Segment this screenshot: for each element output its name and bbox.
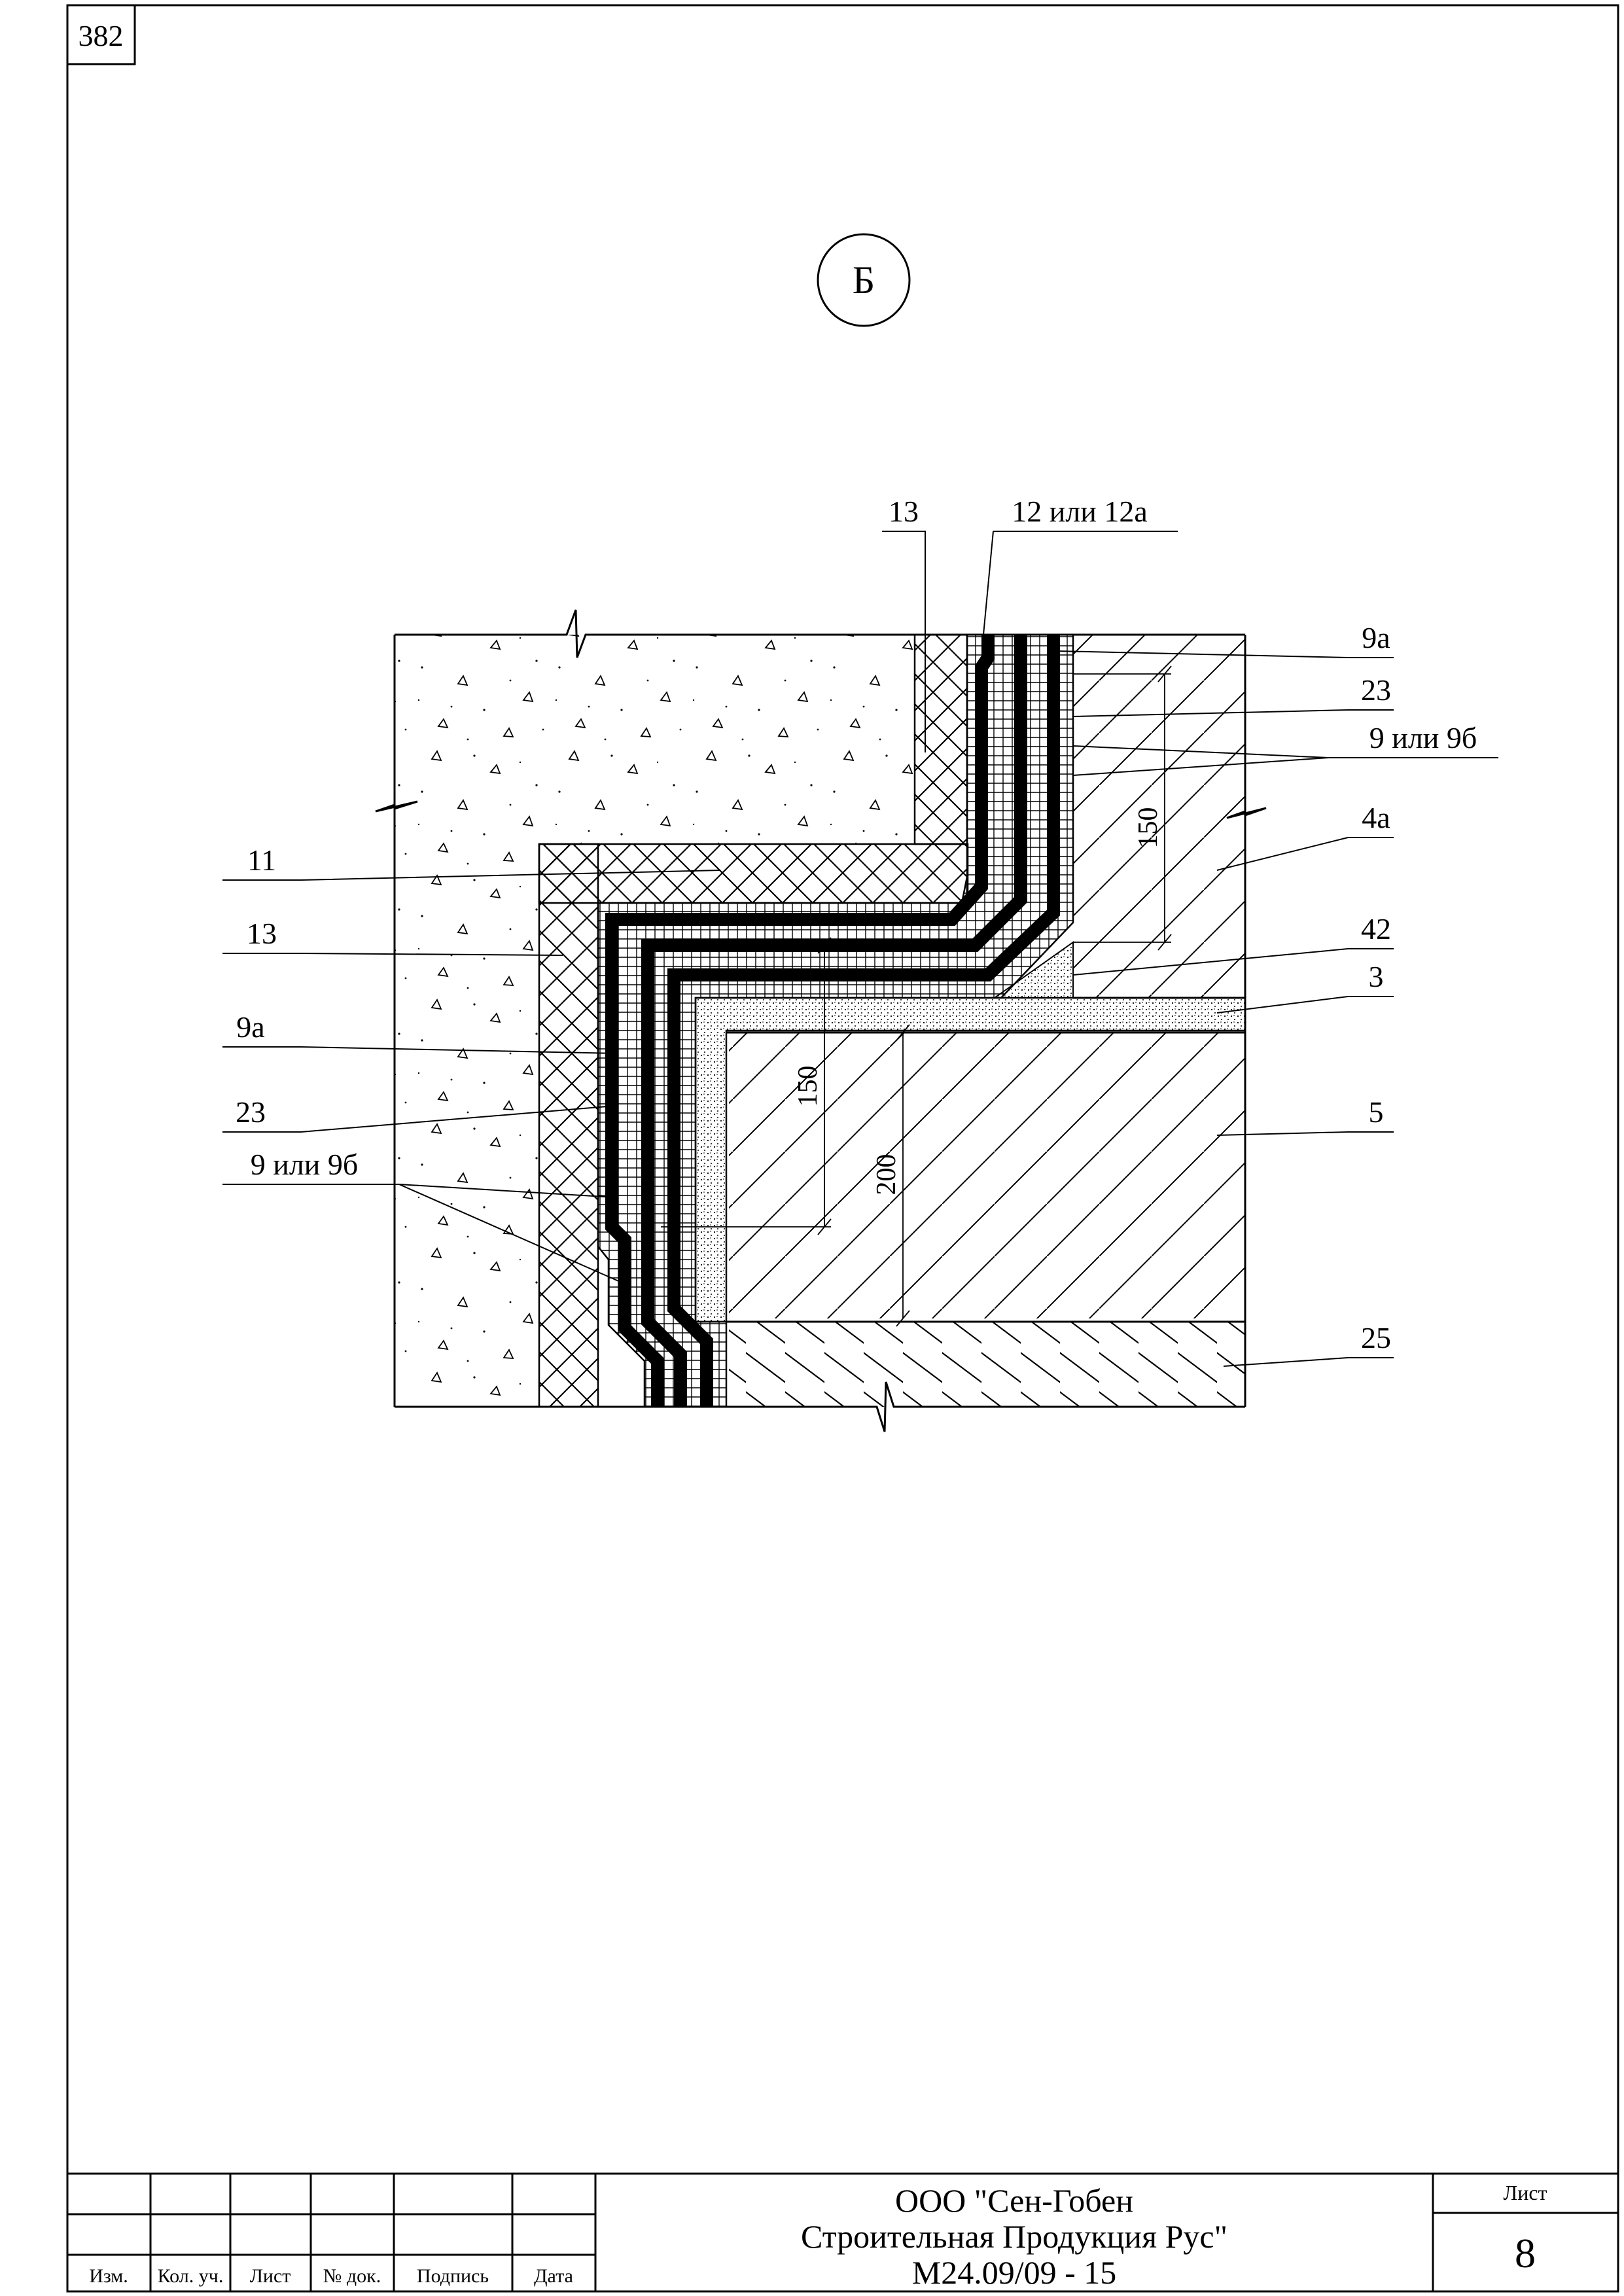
sheet-number: 8 [1515,2230,1536,2276]
wall-4a [1073,635,1245,998]
company-name-line2: Строительная Продукция Рус" [801,2218,1227,2255]
dimension-lines [661,665,1172,1327]
label-13-top: 13 [889,495,919,528]
label-9-left: 9 или 9б [251,1148,359,1181]
insulation-13-top [913,635,968,845]
leader-lines [222,531,1498,1367]
label-9a-right: 9а [1362,621,1390,654]
sheet-frame [66,4,1619,2293]
label-23-left: 23 [236,1095,266,1129]
label-42: 42 [1361,912,1391,945]
section-drawing [395,635,1245,1408]
label-9a-left: 9а [236,1010,264,1044]
label-12: 12 или 12а [1012,495,1148,528]
label-23-right: 23 [1361,673,1391,707]
header-kol-uch: Кол. уч. [158,2265,224,2287]
section-marker-circle [817,233,911,327]
page-number: 382 [79,19,124,52]
dimension-150-left: 150 [793,1066,823,1107]
membrane-9-outer [605,635,995,1407]
label-11: 11 [247,843,276,877]
page-number-box [66,4,136,65]
label-25: 25 [1361,1321,1391,1354]
insulation-13-left [538,843,599,1408]
sheet-label: Лист [1503,2181,1547,2204]
dimension-200: 200 [872,1154,902,1195]
label-5: 5 [1369,1095,1384,1129]
membrane-9-inner [667,635,1060,1407]
concrete-body [395,635,915,1407]
label-9-right: 9 или 9б [1369,721,1477,754]
header-izm: Изм. [89,2265,128,2287]
document-code: М24.09/09 - 15 [912,2254,1117,2291]
header-signature: Подпись [417,2265,489,2287]
title-block [67,2172,1618,2291]
base-25 [729,1322,1245,1407]
company-name-line1: ООО "Сен-Гобен [895,2182,1133,2219]
label-3: 3 [1369,960,1384,993]
membrane-9-middle [641,635,1027,1407]
label-4a: 4а [1362,801,1390,834]
header-doc-number: № док. [323,2265,381,2287]
slab-5 [729,1033,1245,1318]
drawing-outline [375,609,1267,1432]
header-date: Дата [534,2265,573,2287]
label-13-left: 13 [247,917,277,950]
dimension-150-right: 150 [1133,807,1163,849]
section-marker: Б [853,258,875,302]
header-list: Лист [250,2265,291,2287]
